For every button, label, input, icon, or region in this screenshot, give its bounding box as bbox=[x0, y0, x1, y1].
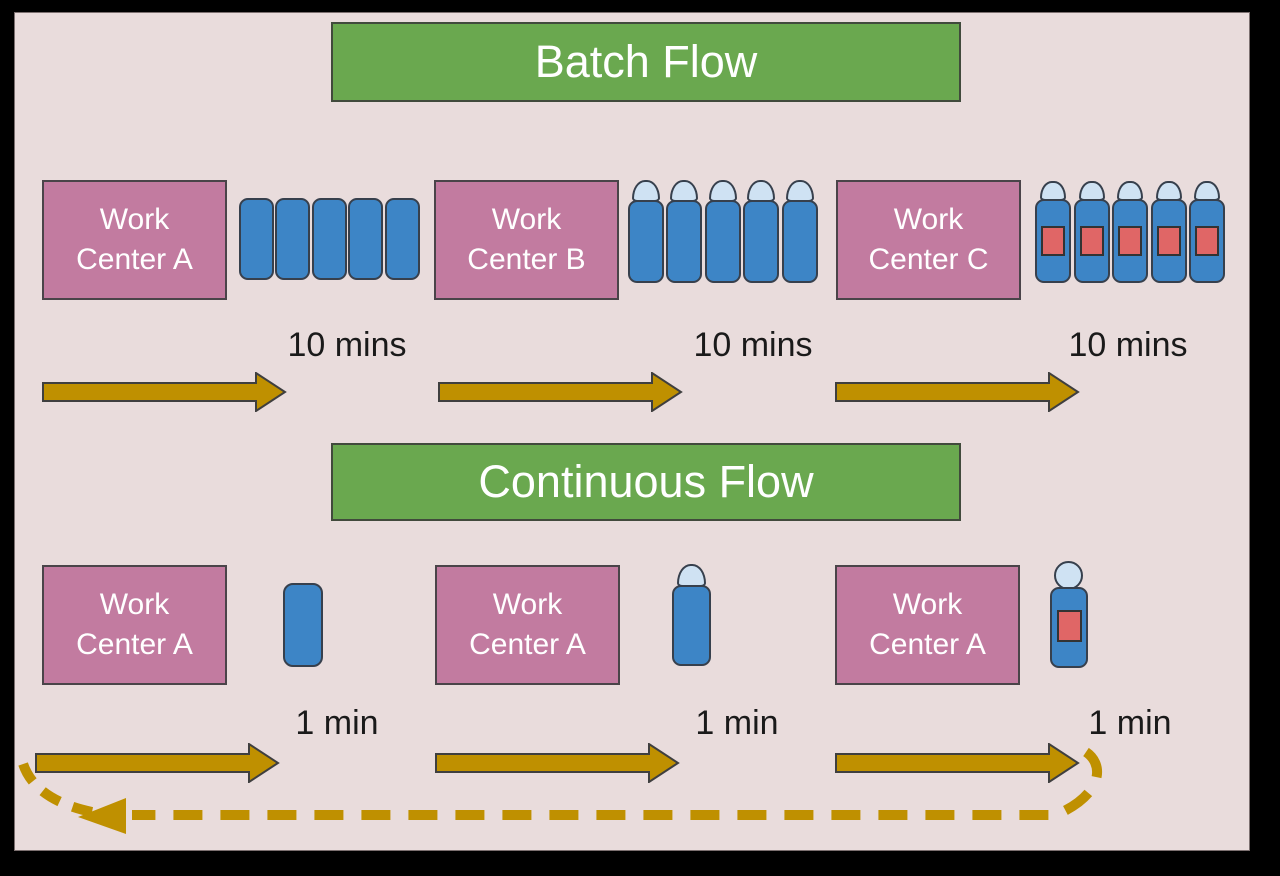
flow-arrow-icon bbox=[35, 743, 280, 783]
batch-time-label-1: 10 mins bbox=[287, 326, 407, 364]
continuous-time-label-1: 1 min bbox=[295, 704, 379, 742]
continuous-time-label-2: 1 min bbox=[695, 704, 779, 742]
uncapped-bottle-icon bbox=[312, 198, 347, 280]
batch-time-label-2: 10 mins bbox=[693, 326, 813, 364]
work-center-b-batch-line2: Center B bbox=[467, 243, 586, 276]
bottle-cap-icon bbox=[1054, 561, 1083, 590]
work-center-a-batch: Work Center A bbox=[42, 180, 227, 300]
uncapped-bottle-icon bbox=[239, 198, 274, 280]
work-center-line2: Center A bbox=[76, 628, 193, 661]
continuous-time-label-3: 1 min bbox=[1088, 704, 1172, 742]
work-center-a-batch-line1: Work bbox=[99, 203, 170, 236]
flow-arrow-icon bbox=[438, 372, 683, 412]
continuous-flow-banner: Continuous Flow bbox=[331, 443, 961, 521]
flow-arrow-icon bbox=[435, 743, 680, 783]
work-center-a-continuous-2: Work Center A bbox=[435, 565, 620, 685]
capped-bottle-icon bbox=[672, 585, 711, 666]
uncapped-bottle-icon bbox=[348, 198, 383, 280]
work-center-line2: Center A bbox=[869, 628, 986, 661]
work-center-c-batch: Work Center C bbox=[836, 180, 1021, 300]
slide-background bbox=[14, 12, 1250, 851]
red-label-icon bbox=[1057, 610, 1082, 642]
work-center-line1: Work bbox=[99, 588, 170, 621]
continuous-flow-title: Continuous Flow bbox=[478, 456, 814, 507]
red-label-icon bbox=[1195, 226, 1219, 256]
uncapped-bottle-icon bbox=[385, 198, 420, 280]
red-label-icon bbox=[1080, 226, 1104, 256]
capped-bottle-icon bbox=[666, 200, 702, 283]
flow-arrow-icon bbox=[42, 372, 287, 412]
batch-flow-title: Batch Flow bbox=[534, 36, 758, 87]
work-center-c-batch-line1: Work bbox=[893, 203, 964, 236]
work-center-a-continuous-3: Work Center A bbox=[835, 565, 1020, 685]
work-center-line1: Work bbox=[492, 588, 563, 621]
capped-bottle-icon bbox=[628, 200, 664, 283]
capped-bottle-icon bbox=[705, 200, 741, 283]
flow-arrow-icon bbox=[835, 743, 1080, 783]
work-center-line2: Center A bbox=[469, 628, 586, 661]
red-label-icon bbox=[1118, 226, 1142, 256]
capped-bottle-icon bbox=[743, 200, 779, 283]
work-center-b-batch-line1: Work bbox=[491, 203, 562, 236]
work-center-line1: Work bbox=[892, 588, 963, 621]
batch-flow-banner: Batch Flow bbox=[331, 22, 961, 102]
work-center-b-batch: Work Center B bbox=[434, 180, 619, 300]
work-center-c-batch-line2: Center C bbox=[868, 243, 989, 276]
red-label-icon bbox=[1041, 226, 1065, 256]
work-center-a-continuous-1: Work Center A bbox=[42, 565, 227, 685]
work-center-a-batch-line2: Center A bbox=[76, 243, 193, 276]
flow-arrow-icon bbox=[835, 372, 1080, 412]
uncapped-bottle-icon bbox=[283, 583, 323, 667]
uncapped-bottle-icon bbox=[275, 198, 310, 280]
red-label-icon bbox=[1157, 226, 1181, 256]
batch-time-label-3: 10 mins bbox=[1068, 326, 1188, 364]
capped-bottle-icon bbox=[782, 200, 818, 283]
